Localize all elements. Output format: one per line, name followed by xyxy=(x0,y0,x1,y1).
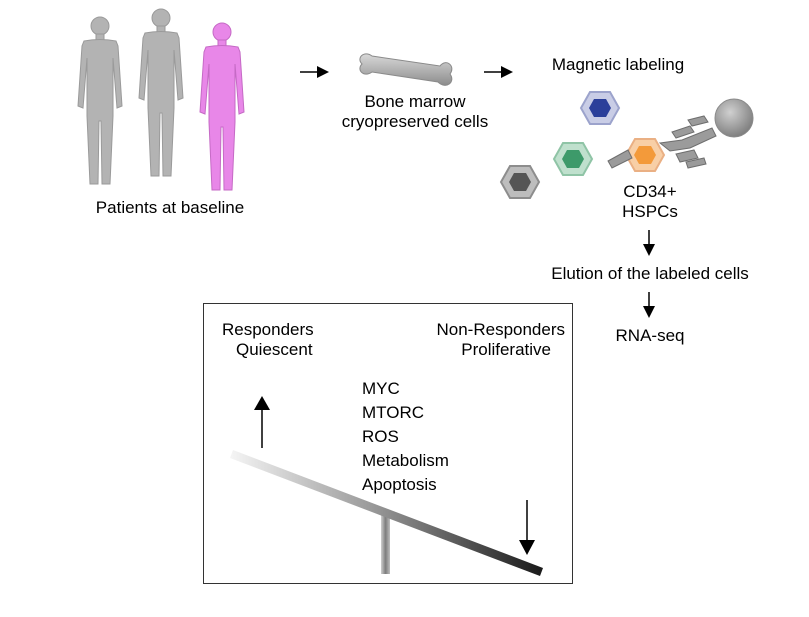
factor-item: MYC xyxy=(362,379,400,398)
cd34-label: CD34+ HSPCs xyxy=(600,182,700,222)
elution-label: Elution of the labeled cells xyxy=(551,264,749,283)
responders-line2: Quiescent xyxy=(236,340,313,359)
bone-marrow-line1: Bone marrow xyxy=(364,92,466,111)
magnetic-bead-icon xyxy=(714,98,754,138)
antibody-icon xyxy=(607,115,717,169)
cell-gray-icon xyxy=(500,165,540,199)
responders-label: Responders Quiescent xyxy=(222,320,314,360)
balance-scale-icon xyxy=(230,450,543,576)
factor-item: Apoptosis xyxy=(362,475,437,494)
responders-line1: Responders xyxy=(222,320,314,339)
balance-panel xyxy=(203,303,573,584)
patients-label: Patients at baseline xyxy=(95,198,245,217)
bone-icon xyxy=(359,53,453,86)
factor-item: Metabolism xyxy=(362,451,449,470)
cell-cd34-icon xyxy=(625,138,665,172)
cell-green-icon xyxy=(553,142,593,176)
factor-item: MTORC xyxy=(362,403,425,422)
non-responders-label: Non-Responders Proliferative xyxy=(395,320,565,360)
cd34-line2: HSPCs xyxy=(622,202,678,221)
factor-list: MYC MTORC ROS Metabolism Apoptosis xyxy=(362,377,449,497)
non-responders-line2: Proliferative xyxy=(461,340,551,359)
non-responders-line1: Non-Responders xyxy=(436,320,565,339)
human-figure-icon xyxy=(77,16,123,185)
bone-marrow-label: Bone marrow cryopreserved cells xyxy=(335,92,495,132)
human-figure-icon xyxy=(138,8,184,177)
factor-item: ROS xyxy=(362,427,399,446)
cd34-line1: CD34+ xyxy=(623,182,677,201)
human-figure-highlight-icon xyxy=(199,22,245,191)
rnaseq-label: RNA-seq xyxy=(615,326,685,345)
cell-blue-icon xyxy=(580,91,620,125)
magnetic-labeling-label: Magnetic labeling xyxy=(551,55,685,74)
bone-marrow-line2: cryopreserved cells xyxy=(341,112,489,131)
